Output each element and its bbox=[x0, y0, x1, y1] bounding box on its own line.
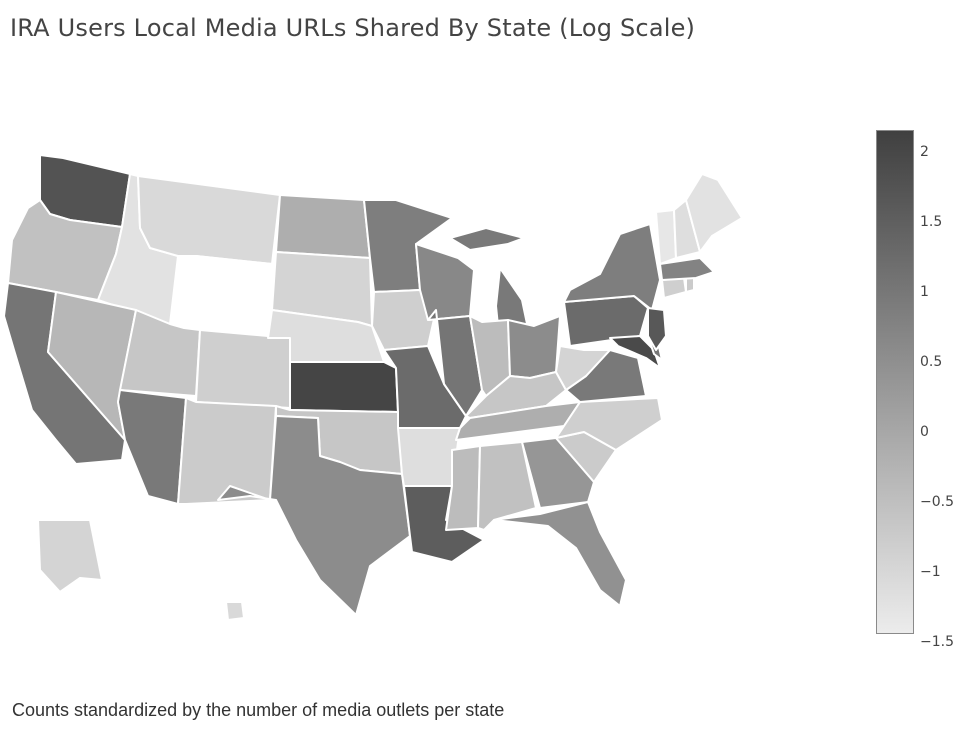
colorbar-tick-label: 1 bbox=[920, 284, 929, 300]
state-ar[interactable] bbox=[397, 427, 461, 487]
state-ga[interactable] bbox=[521, 437, 595, 509]
state-ny[interactable] bbox=[563, 223, 661, 311]
state-ak[interactable] bbox=[37, 519, 103, 593]
state-hi[interactable] bbox=[225, 601, 245, 621]
state-mt[interactable] bbox=[137, 175, 281, 265]
state-az[interactable] bbox=[117, 389, 187, 505]
state-mi-up[interactable] bbox=[449, 227, 525, 251]
state-ms[interactable] bbox=[445, 445, 481, 531]
state-nj[interactable] bbox=[647, 307, 667, 351]
colorbar bbox=[876, 130, 914, 634]
state-oh[interactable] bbox=[507, 315, 561, 379]
state-ct[interactable] bbox=[661, 277, 687, 299]
state-nd[interactable] bbox=[275, 194, 371, 259]
state-vt[interactable] bbox=[655, 209, 677, 265]
state-co[interactable] bbox=[195, 329, 291, 409]
colorbar-tick-label: 0.5 bbox=[920, 354, 943, 370]
page-title: IRA Users Local Media URLs Shared By Sta… bbox=[10, 14, 696, 42]
state-wy[interactable] bbox=[183, 255, 273, 339]
colorbar-tick-label: 1.5 bbox=[920, 214, 943, 230]
colorbar-tick-label: 0 bbox=[920, 424, 929, 440]
colorbar-tick-label: −0.5 bbox=[920, 494, 954, 510]
state-tx[interactable] bbox=[217, 415, 411, 616]
state-wi[interactable] bbox=[415, 243, 475, 321]
state-fl[interactable] bbox=[493, 501, 627, 607]
state-md[interactable] bbox=[609, 335, 661, 369]
colorbar-tick-label: −1.5 bbox=[920, 634, 954, 650]
state-ks[interactable] bbox=[289, 361, 399, 413]
colorbar-tick-label: 2 bbox=[920, 144, 929, 160]
state-me[interactable] bbox=[685, 173, 743, 253]
state-wv[interactable] bbox=[555, 345, 611, 391]
colorbar-tick-label: −1 bbox=[920, 564, 941, 580]
us-choropleth-map bbox=[3, 154, 743, 621]
footnote: Counts standardized by the number of med… bbox=[12, 700, 505, 720]
state-ma[interactable] bbox=[659, 257, 715, 281]
state-ri[interactable] bbox=[685, 277, 695, 293]
